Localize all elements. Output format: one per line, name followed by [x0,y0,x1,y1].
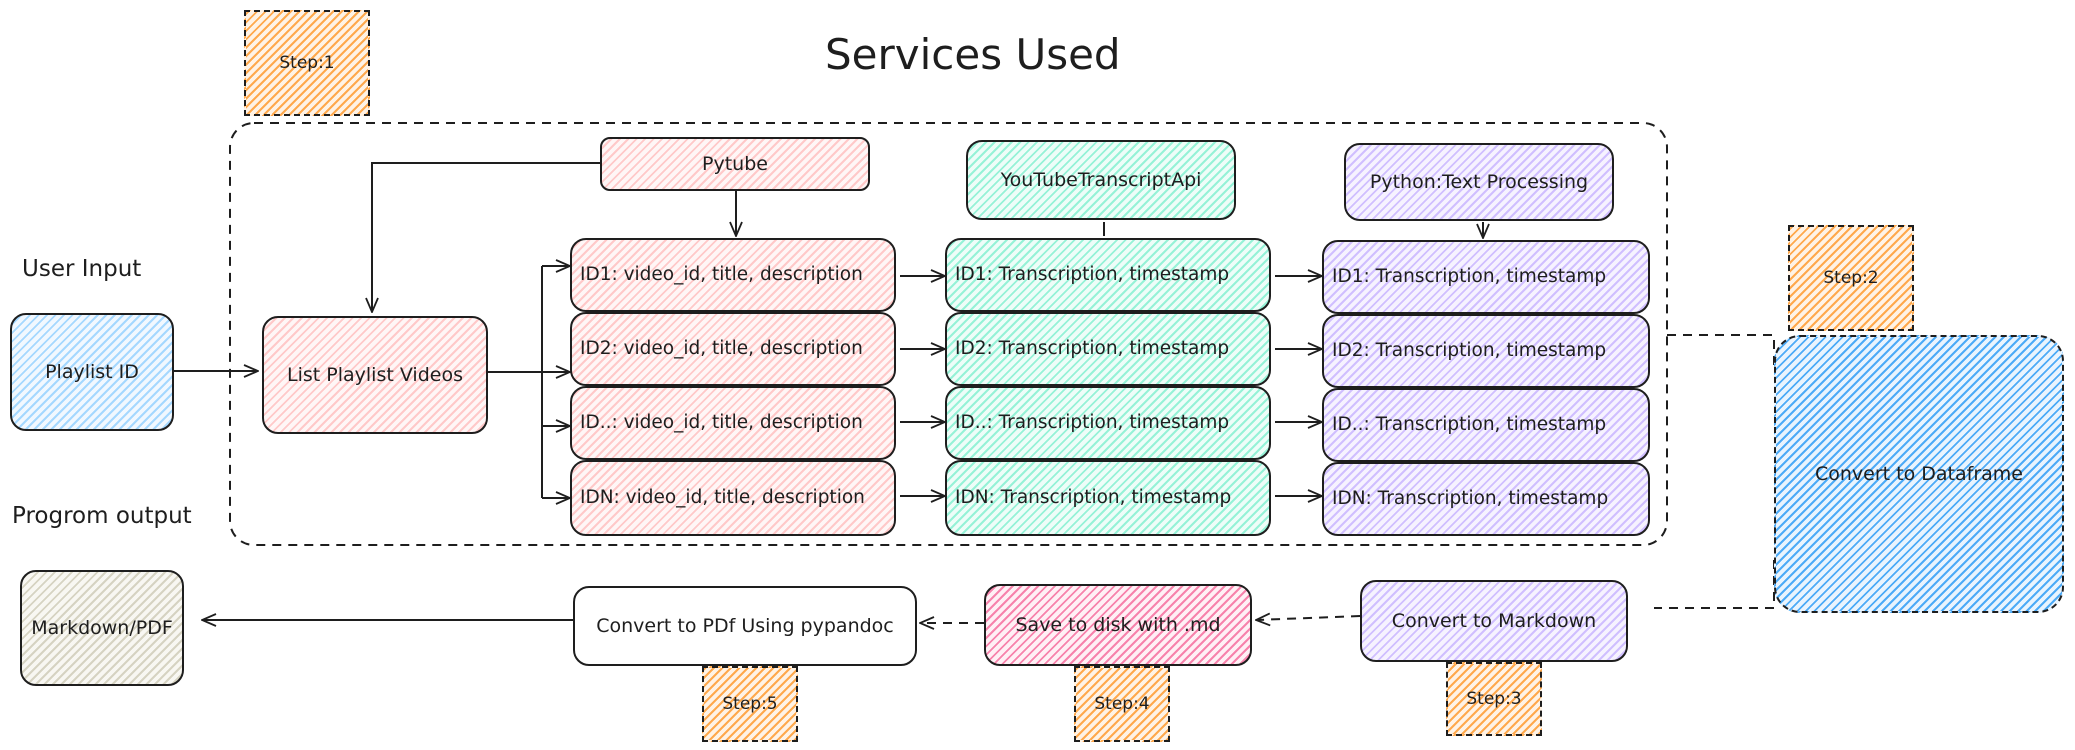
step-1-badge: Step:1 [244,10,370,116]
pytube-node: Pytube [600,137,870,191]
arrow-pytube-to-list [372,162,600,312]
video-row-3: ID..: video_id, title, description [570,386,896,460]
program-output-label: Progrom output [12,503,192,529]
transcript-row-3: ID..: Transcription, timestamp [945,386,1271,460]
playlist-id-node: Playlist ID [10,313,174,431]
video-row-2: ID2: video_id, title, description [570,312,896,386]
processed-row-3: ID..: Transcription, timestamp [1322,388,1650,462]
step-3-badge: Step:3 [1446,662,1542,736]
processed-row-1: ID1: Transcription, timestamp [1322,240,1650,314]
transcript-row-2: ID2: Transcription, timestamp [945,312,1271,386]
convert-to-dataframe-node: Convert to Dataframe [1774,335,2064,613]
processed-row-4: IDN: Transcription, timestamp [1322,462,1650,536]
arrow-markdown-to-save [1256,616,1361,620]
transcript-row-4: IDN: Transcription, timestamp [945,460,1271,536]
convert-to-pdf-node: Convert to PDf Using pypandoc [573,586,917,666]
convert-to-markdown-node: Convert to Markdown [1360,580,1628,662]
diagram-title: Services Used [825,30,1121,79]
transcript-row-1: ID1: Transcription, timestamp [945,238,1271,312]
save-to-disk-node: Save to disk with .md [984,584,1252,666]
user-input-label: User Input [22,256,142,282]
step-4-badge: Step:4 [1074,666,1170,742]
video-row-4: IDN: video_id, title, description [570,460,896,536]
arrow-dataframe-to-markdown [1654,560,1775,609]
python-text-processing-node: Python:Text Processing [1344,143,1614,221]
video-row-1: ID1: video_id, title, description [570,238,896,312]
step-2-badge: Step:2 [1788,225,1914,331]
youtube-transcript-api-node: YouTubeTranscriptApi [966,140,1236,220]
list-playlist-videos-node: List Playlist Videos [262,316,488,434]
step-5-badge: Step:5 [702,666,798,742]
arrow-group-to-dataframe [1667,334,1775,371]
processed-row-2: ID2: Transcription, timestamp [1322,314,1650,388]
markdown-pdf-output-node: Markdown/PDF [20,570,184,686]
